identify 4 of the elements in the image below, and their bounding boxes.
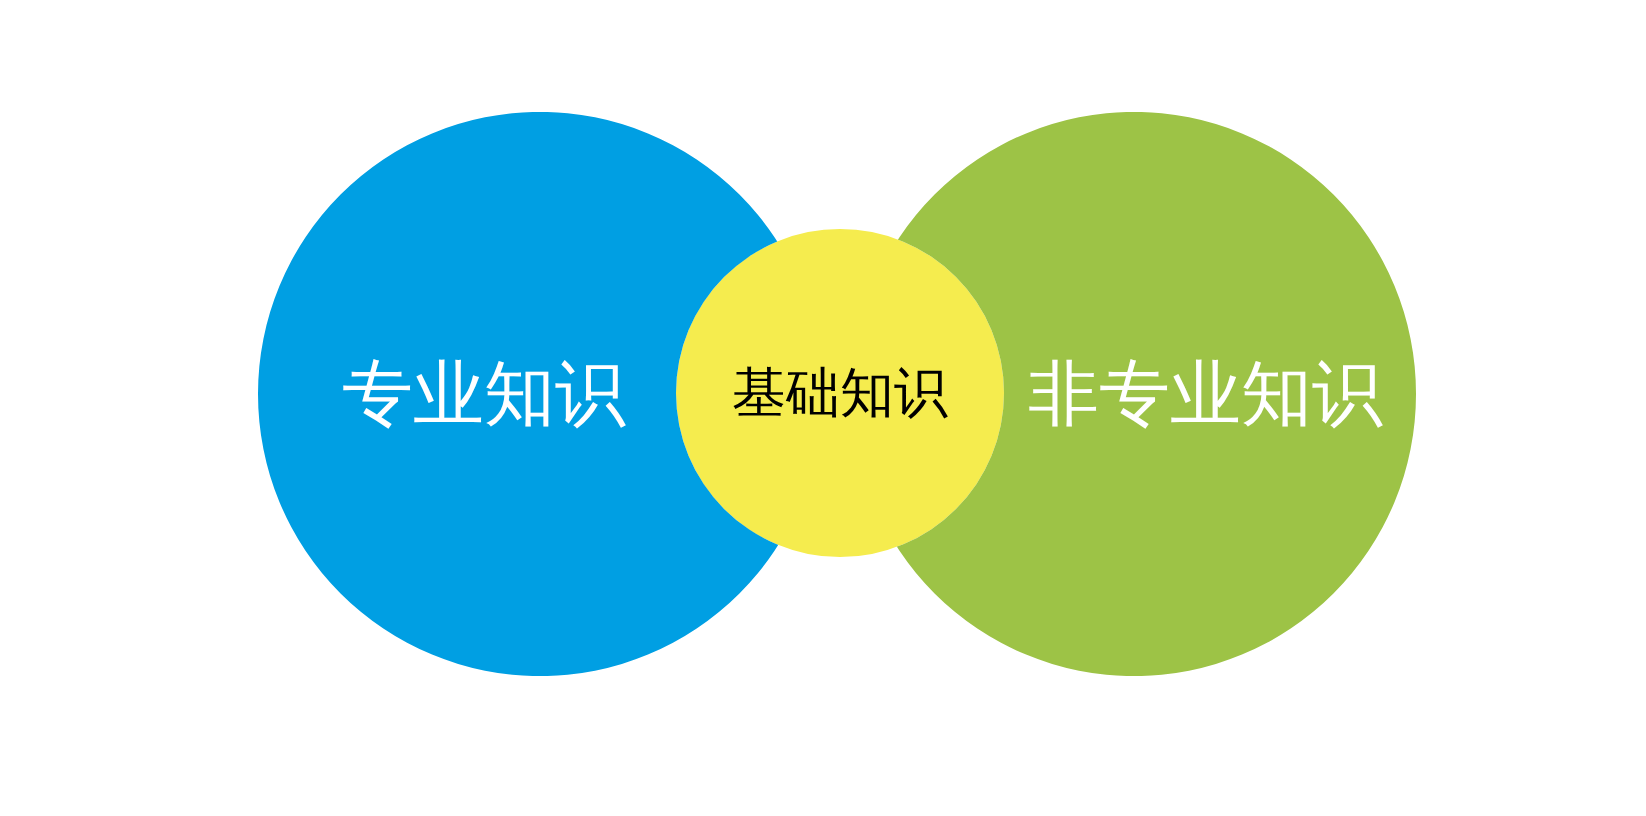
circle-label: 非专业知识 [1027,353,1383,435]
circle-label: 基础知识 [732,361,948,425]
circle-label: 专业知识 [342,353,626,435]
topic-circle [676,229,1004,557]
